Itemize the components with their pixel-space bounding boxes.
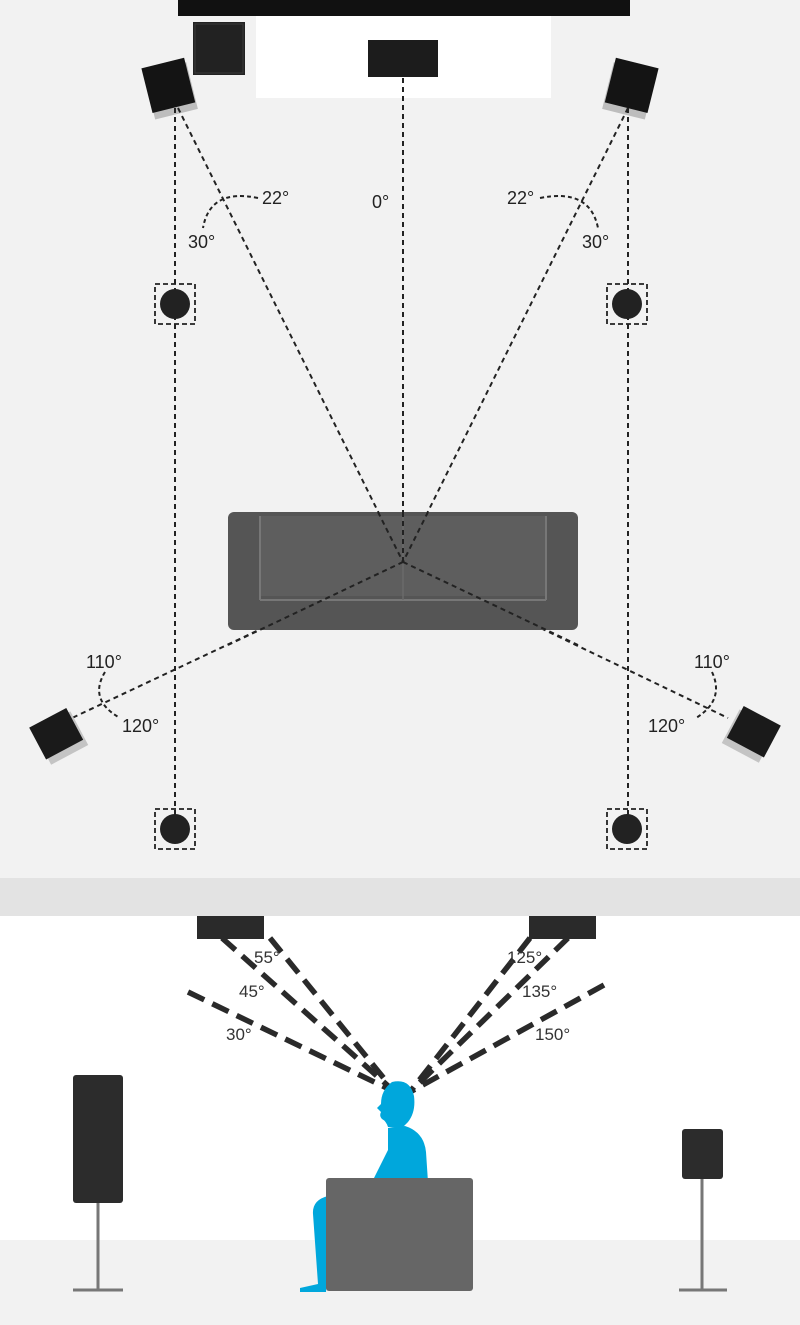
front-right-diagonal-line (402, 107, 629, 563)
beam-front-45 (220, 935, 397, 1095)
surround-right-speaker (721, 705, 781, 763)
room-floor (0, 0, 800, 878)
center-speaker (368, 40, 438, 77)
angle-label-front-left-inner: 22° (262, 188, 289, 208)
angle-label-front-right-outer: 30° (582, 232, 609, 252)
angle-label-surround-right-upper: 110° (694, 652, 730, 672)
left-diagonal-over-sofa (377, 511, 404, 563)
front-left-speaker (141, 57, 198, 120)
ceiling-speaker-front-left (154, 283, 196, 325)
front-left-diagonal-line (177, 107, 404, 563)
side-ceiling-speaker-front (197, 916, 264, 939)
angle-label-surround-left-upper: 110° (86, 652, 122, 672)
right-diagonal-over-sofa (402, 511, 429, 563)
floorstanding-speaker (73, 1075, 123, 1292)
beam-rear-125 (407, 936, 533, 1094)
tv-screen (178, 0, 630, 16)
beam-rear-135 (408, 936, 570, 1094)
surround-right-angle-arc (695, 671, 717, 719)
beam-front-55 (267, 936, 398, 1094)
ceiling-speaker-rear-left (154, 808, 196, 850)
angle-label-front-left-outer: 30° (188, 232, 215, 252)
angle-label-front-55: 55° (254, 948, 280, 967)
angle-label-surround-left-lower: 120° (122, 716, 159, 736)
beam-front-30 (186, 989, 397, 1095)
angle-label-rear-135: 135° (522, 982, 557, 1001)
ceiling-speaker-front-right (606, 283, 648, 325)
angle-label-front-30: 30° (226, 1025, 252, 1044)
listener-silhouette (300, 1081, 428, 1292)
side-ceiling-speaker-rear (529, 916, 596, 939)
angle-label-front-right-inner: 22° (507, 188, 534, 208)
rear-stand-speaker (679, 1129, 727, 1292)
surround-left-speaker (29, 707, 89, 765)
beam-rear-150 (408, 982, 606, 1095)
angle-label-center: 0° (372, 192, 389, 212)
front-left-angle-arc (202, 195, 259, 229)
subwoofer-edge (194, 23, 244, 74)
ceiling-speaker-rear-right (606, 808, 648, 850)
front-right-speaker (602, 57, 659, 120)
sofa (228, 512, 578, 630)
angle-label-rear-150: 150° (535, 1025, 570, 1044)
listener-seat (326, 1178, 473, 1291)
angle-label-surround-right-lower: 120° (648, 716, 685, 736)
angle-label-front-45: 45° (239, 982, 265, 1001)
angle-label-rear-125: 125° (507, 948, 542, 967)
subwoofer (193, 22, 245, 75)
front-right-angle-arc (539, 195, 599, 229)
surround-left-angle-arc (98, 671, 121, 719)
view-divider (0, 878, 800, 916)
